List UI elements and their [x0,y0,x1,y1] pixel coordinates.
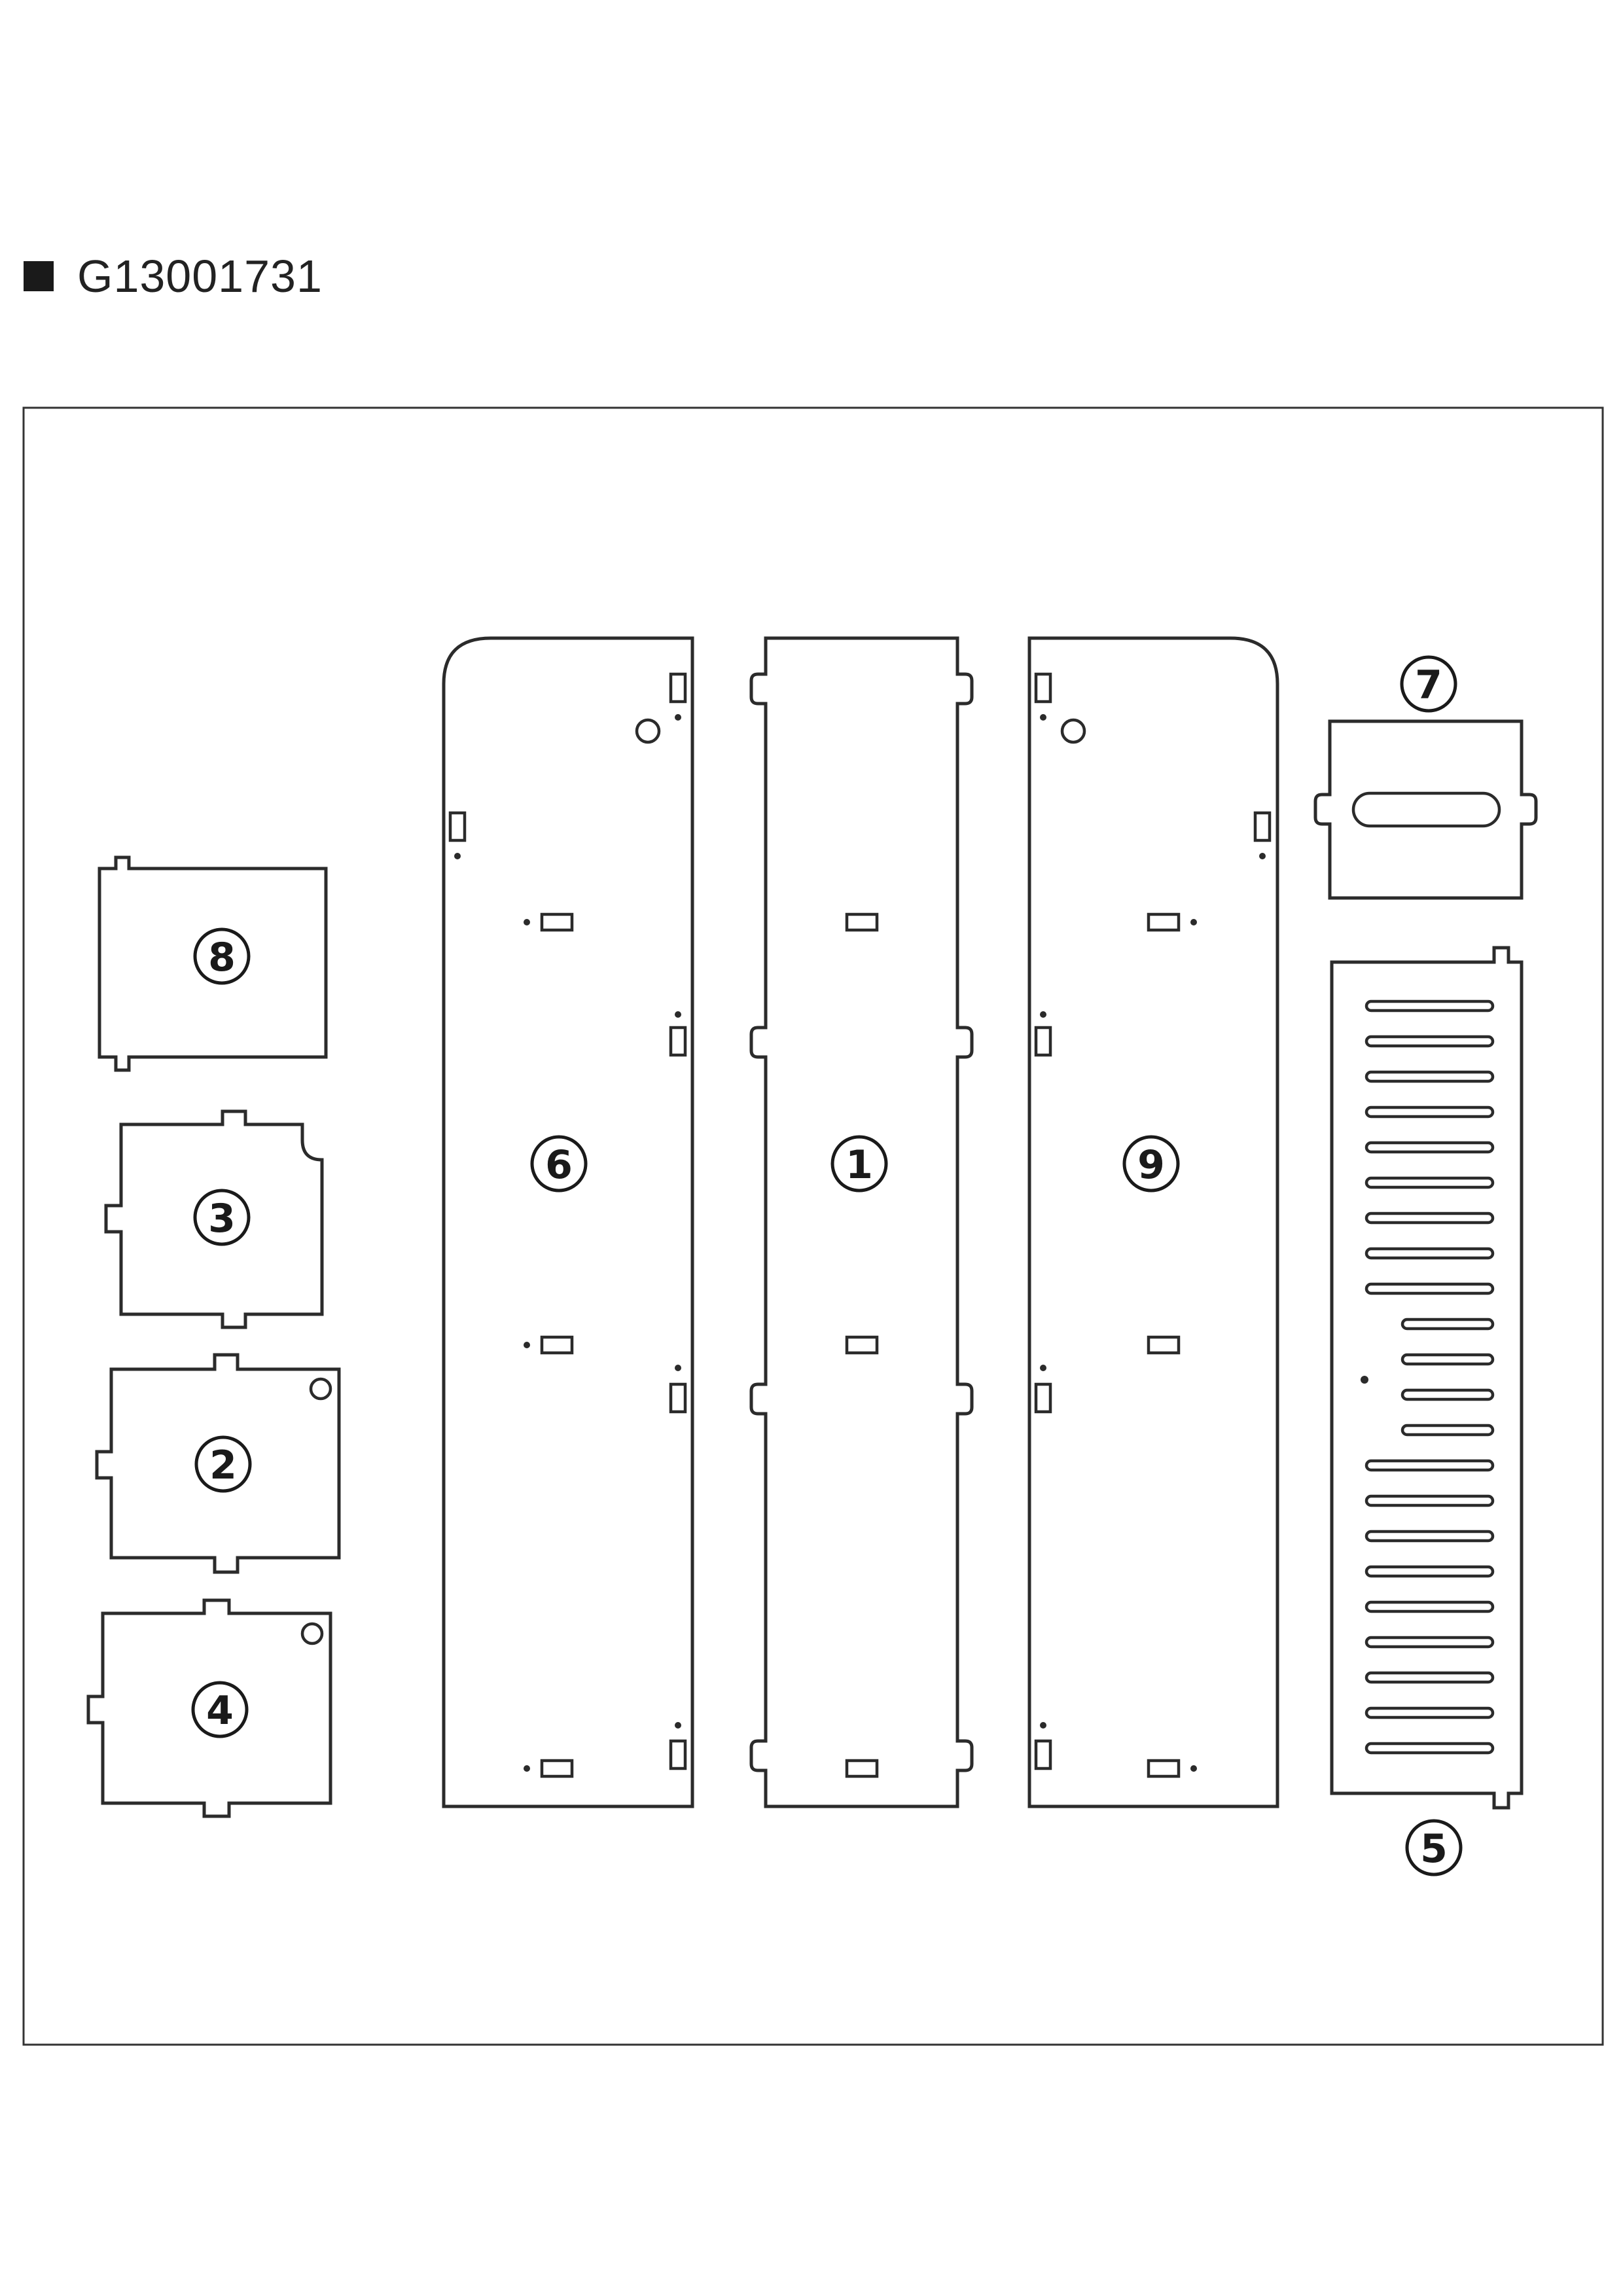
part-number-3: 3 [208,1196,236,1242]
vent-slot [1364,1600,1495,1613]
vent-slot [1364,1282,1495,1295]
vent-slot [1364,1459,1495,1472]
vent-slot [1400,1424,1495,1437]
product-code: G13001731 [77,251,323,302]
part-2 [95,1353,341,1574]
sheet-frame [22,406,1604,2046]
part-badge-2: 2 [194,1435,252,1493]
vent-slot [1364,1636,1495,1649]
part-number-5: 5 [1420,1826,1448,1872]
vent-slot [1364,1565,1495,1578]
part-4 [86,1598,332,1818]
vent-slot [1364,1070,1495,1083]
vent-slot [1364,1742,1495,1755]
part-3 [104,1109,324,1329]
part-5 [1330,946,1524,1810]
vent-slot [1364,1671,1495,1684]
vent-slot [1400,1388,1495,1401]
part-badge-3: 3 [193,1189,251,1246]
part-badge-1: 1 [830,1135,888,1193]
part-badge-9: 9 [1122,1135,1180,1193]
part-number-4: 4 [206,1688,234,1734]
vent-slot [1364,999,1495,1013]
vent-slot [1400,1353,1495,1366]
vent-slot [1364,1211,1495,1225]
vent-slot-group [1364,999,1495,1755]
part-number-7: 7 [1415,662,1442,708]
part-1 [749,636,974,1808]
part-badge-6: 6 [530,1135,588,1193]
part-number-9: 9 [1137,1142,1165,1188]
part-badge-7: 7 [1400,655,1457,713]
vent-slot [1364,1035,1495,1048]
vent-slot [1364,1530,1495,1543]
part-number-2: 2 [209,1443,237,1488]
vent-slot [1364,1706,1495,1719]
part-number-1: 1 [846,1142,873,1188]
vent-slot [1364,1141,1495,1154]
document-header: G13001731 [24,243,323,309]
part-7 [1313,719,1538,900]
vent-slot [1400,1318,1495,1331]
part-badge-4: 4 [191,1681,249,1738]
part-badge-5: 5 [1405,1819,1463,1876]
part-number-8: 8 [208,935,236,980]
vent-slot [1364,1176,1495,1189]
vent-slot [1364,1247,1495,1260]
part-9 [1027,636,1279,1808]
part-number-6: 6 [545,1142,573,1188]
header-bullet-square [24,261,54,291]
vent-slot [1364,1494,1495,1507]
part-8 [98,855,328,1072]
part-badge-8: 8 [193,927,251,985]
vent-slot [1364,1105,1495,1119]
part-6 [442,636,694,1808]
